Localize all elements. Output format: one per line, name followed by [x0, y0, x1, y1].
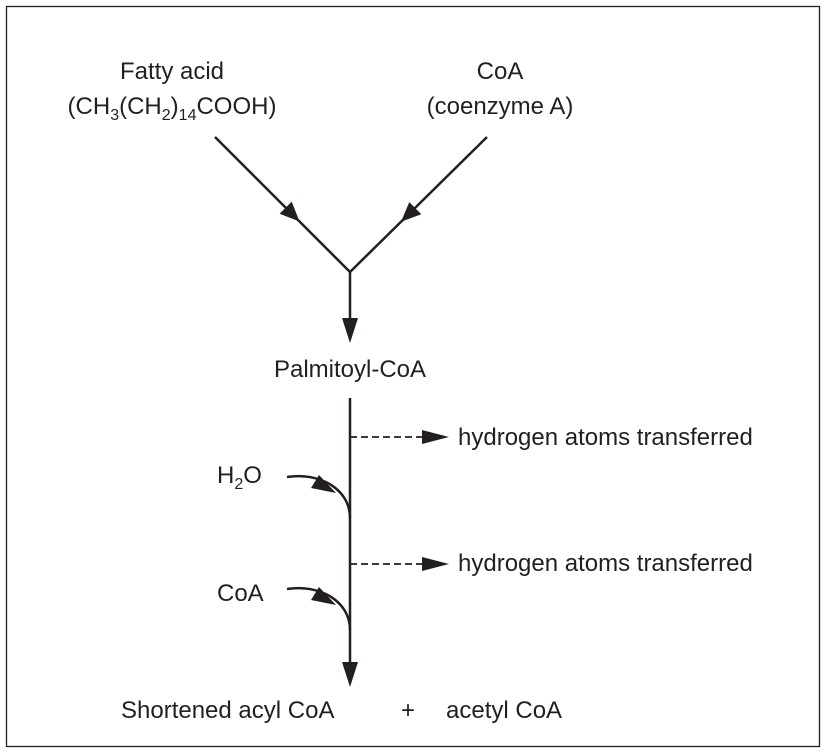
products-arrowhead — [342, 662, 358, 687]
fatty-acid-label: Fatty acid — [119, 58, 225, 85]
side-output-2-label: hydrogen atoms transferred — [458, 550, 753, 577]
coa-arrowhead — [401, 202, 422, 222]
fatty-acid-arrowhead — [279, 201, 300, 222]
coa-arrow-line — [349, 136, 488, 273]
side-output-1-arrowhead — [422, 430, 449, 444]
to-palmitoyl-arrowhead — [342, 318, 358, 343]
side-output-1-label: hydrogen atoms transferred — [458, 424, 753, 451]
products-plus-sign: + — [401, 697, 416, 724]
side-output-2-arrowhead — [422, 557, 449, 571]
product-acetyl-coa: acetyl CoA — [446, 697, 563, 724]
water-input-label: H2O — [217, 462, 262, 493]
coa-input-2-curve — [286, 586, 352, 631]
fatty-acid-arrow-line — [214, 136, 351, 273]
coenzyme-a-label: (coenzyme A) — [426, 93, 574, 120]
water-input-curve — [286, 474, 352, 519]
coa-label: CoA — [476, 58, 524, 85]
coa-input-2-label: CoA — [217, 580, 264, 607]
diagram-frame — [5, 5, 821, 748]
palmitoyl-coa-label: Palmitoyl-CoA — [273, 356, 427, 383]
coa-input-2-arrowhead — [311, 587, 336, 605]
water-input-arrowhead — [311, 475, 336, 493]
product-shortened-acyl-coa: Shortened acyl CoA — [121, 697, 335, 724]
fatty-acid-formula: (CH3(CH2)14COOH) — [67, 93, 277, 124]
